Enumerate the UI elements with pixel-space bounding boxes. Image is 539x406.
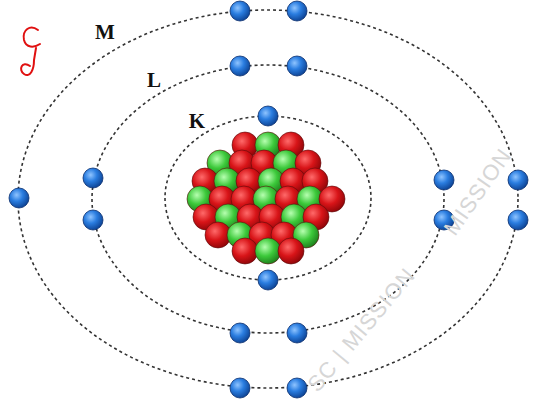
handwritten-marks xyxy=(21,28,40,75)
watermark: MISSION xyxy=(440,145,515,239)
watermark: SC | MISSION xyxy=(304,264,419,396)
shell-label: M xyxy=(95,22,115,43)
shell-label: K xyxy=(189,111,205,132)
shell-label: L xyxy=(147,70,161,91)
electrons xyxy=(9,1,528,398)
nucleus xyxy=(187,132,345,264)
orbit-lines xyxy=(18,10,518,388)
